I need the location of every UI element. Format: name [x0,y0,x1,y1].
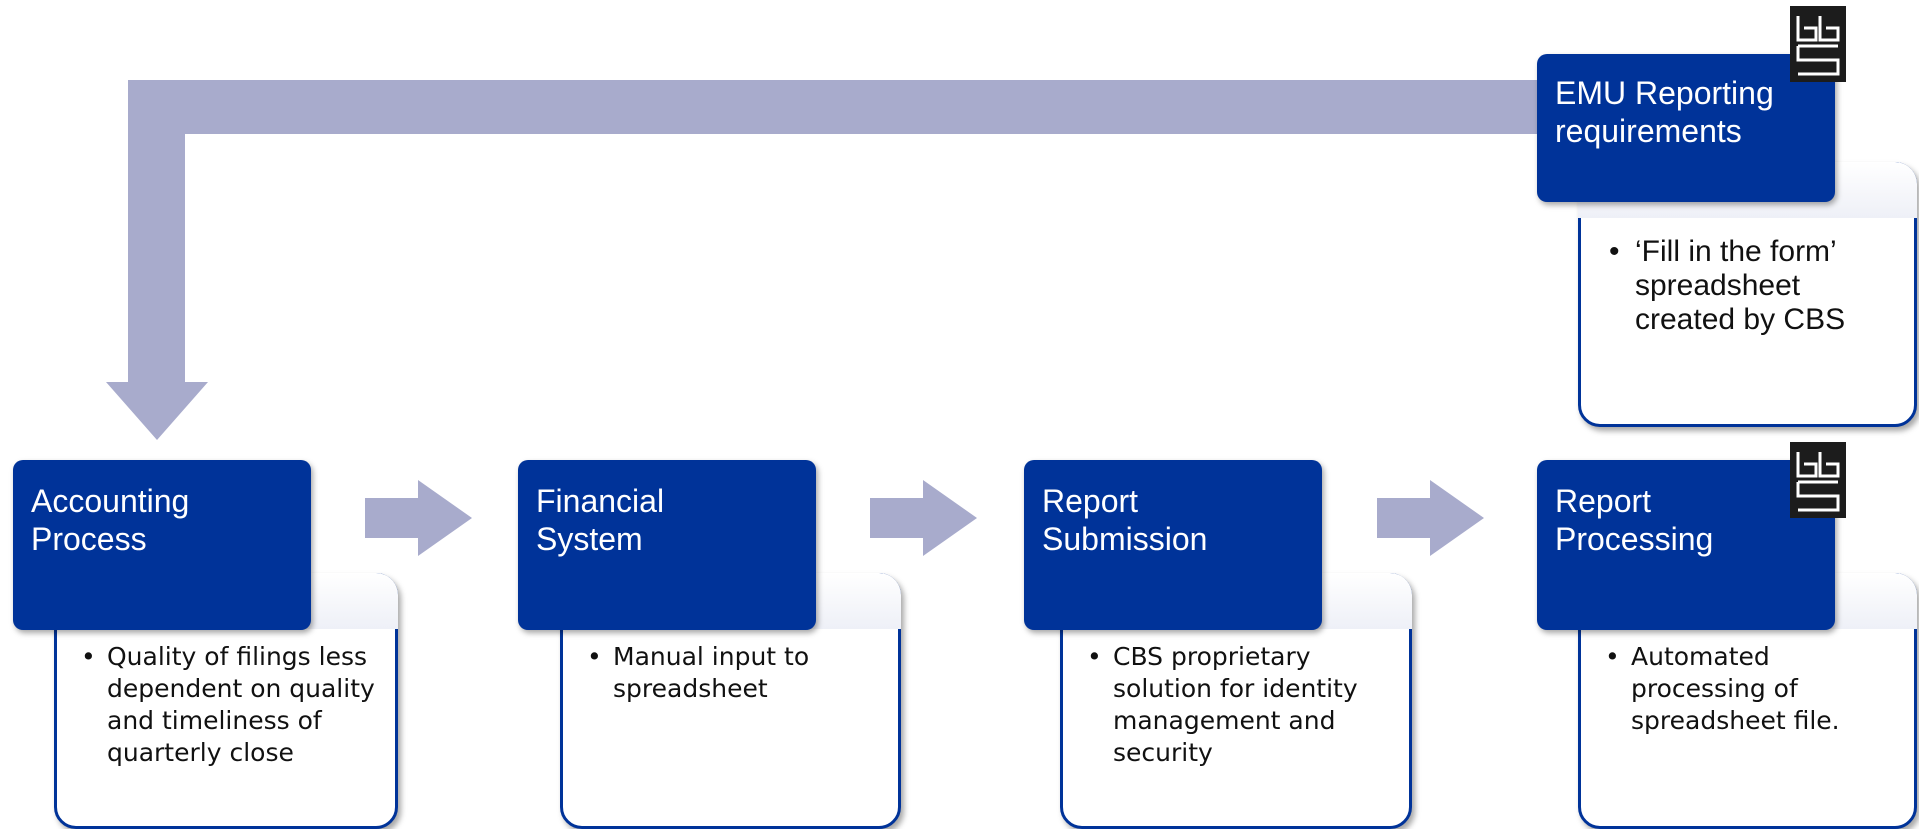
step-bullet: Quality of filings less dependent on qua… [81,641,381,769]
right-arrow-icon [365,480,472,556]
requirements-title-line-1: EMU Reporting [1555,75,1774,111]
step-title-line-2: System [536,521,643,557]
right-arrow-icon [870,480,977,556]
step-title-line-2: Processing [1555,521,1714,557]
step-title-line-1: Accounting [31,483,190,519]
step-header-report-submission: Report Submission [1024,460,1322,630]
step-header-report-processing: Report Processing [1537,460,1835,630]
step-title-line-1: Report [1042,483,1139,519]
step-header-financial-system: Financial System [518,460,816,630]
step-title-line-2: Process [31,521,147,557]
requirements-bullet: ‘Fill in the form’ spreadsheet created b… [1609,235,1899,337]
cbs-logo-icon [1790,6,1846,82]
step-bullet: Manual input to spreadsheet [587,641,887,705]
step-bullet: Automated processing of spreadsheet file… [1605,641,1895,737]
requirements-header: EMU Reporting requirements [1537,54,1835,202]
step-header-accounting-process: Accounting Process [13,460,311,630]
cbs-logo-icon [1790,442,1846,518]
right-arrow-icon [1377,480,1484,556]
step-title-line-1: Report [1555,483,1652,519]
step-bullet: CBS proprietary solution for identity ma… [1087,641,1397,769]
step-title-line-1: Financial [536,483,665,519]
requirements-title-line-2: requirements [1555,113,1742,149]
feedback-arrow [106,80,1540,440]
step-title-line-2: Submission [1042,521,1208,557]
